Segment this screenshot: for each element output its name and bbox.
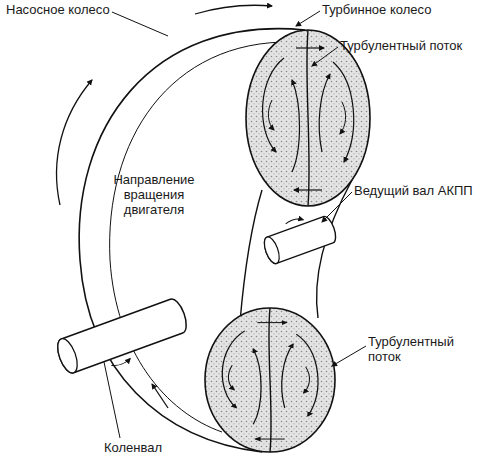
part-label: Коленвал xyxy=(104,440,214,455)
input-shaft xyxy=(259,208,339,266)
rotation-arrow xyxy=(152,384,168,408)
leader-line xyxy=(332,346,366,366)
leader-line xyxy=(296,11,320,26)
leader-line xyxy=(312,47,338,66)
flow-arrows xyxy=(263,48,354,190)
part-label: Турбулентный поток xyxy=(340,38,498,53)
rotation-arrow xyxy=(195,5,272,14)
split-line xyxy=(307,30,309,206)
part-label: Ведущий вал АКПП xyxy=(354,183,494,198)
part-label: Насосное колесо xyxy=(6,2,156,17)
leader-line xyxy=(104,362,120,438)
section-upper xyxy=(246,30,370,206)
flow-arrows xyxy=(222,323,318,439)
leader-line xyxy=(112,12,168,36)
part-label: Направление вращения двигателя xyxy=(108,172,200,217)
part-label: Турбулентный поток xyxy=(368,334,468,364)
rotation-arrow xyxy=(57,80,92,205)
split-line xyxy=(269,308,271,452)
section-lower xyxy=(205,308,335,452)
part-label: Турбинное колесо xyxy=(322,2,492,17)
crankshaft xyxy=(54,297,193,384)
hub-edge xyxy=(240,190,262,322)
leader-line xyxy=(322,192,352,222)
